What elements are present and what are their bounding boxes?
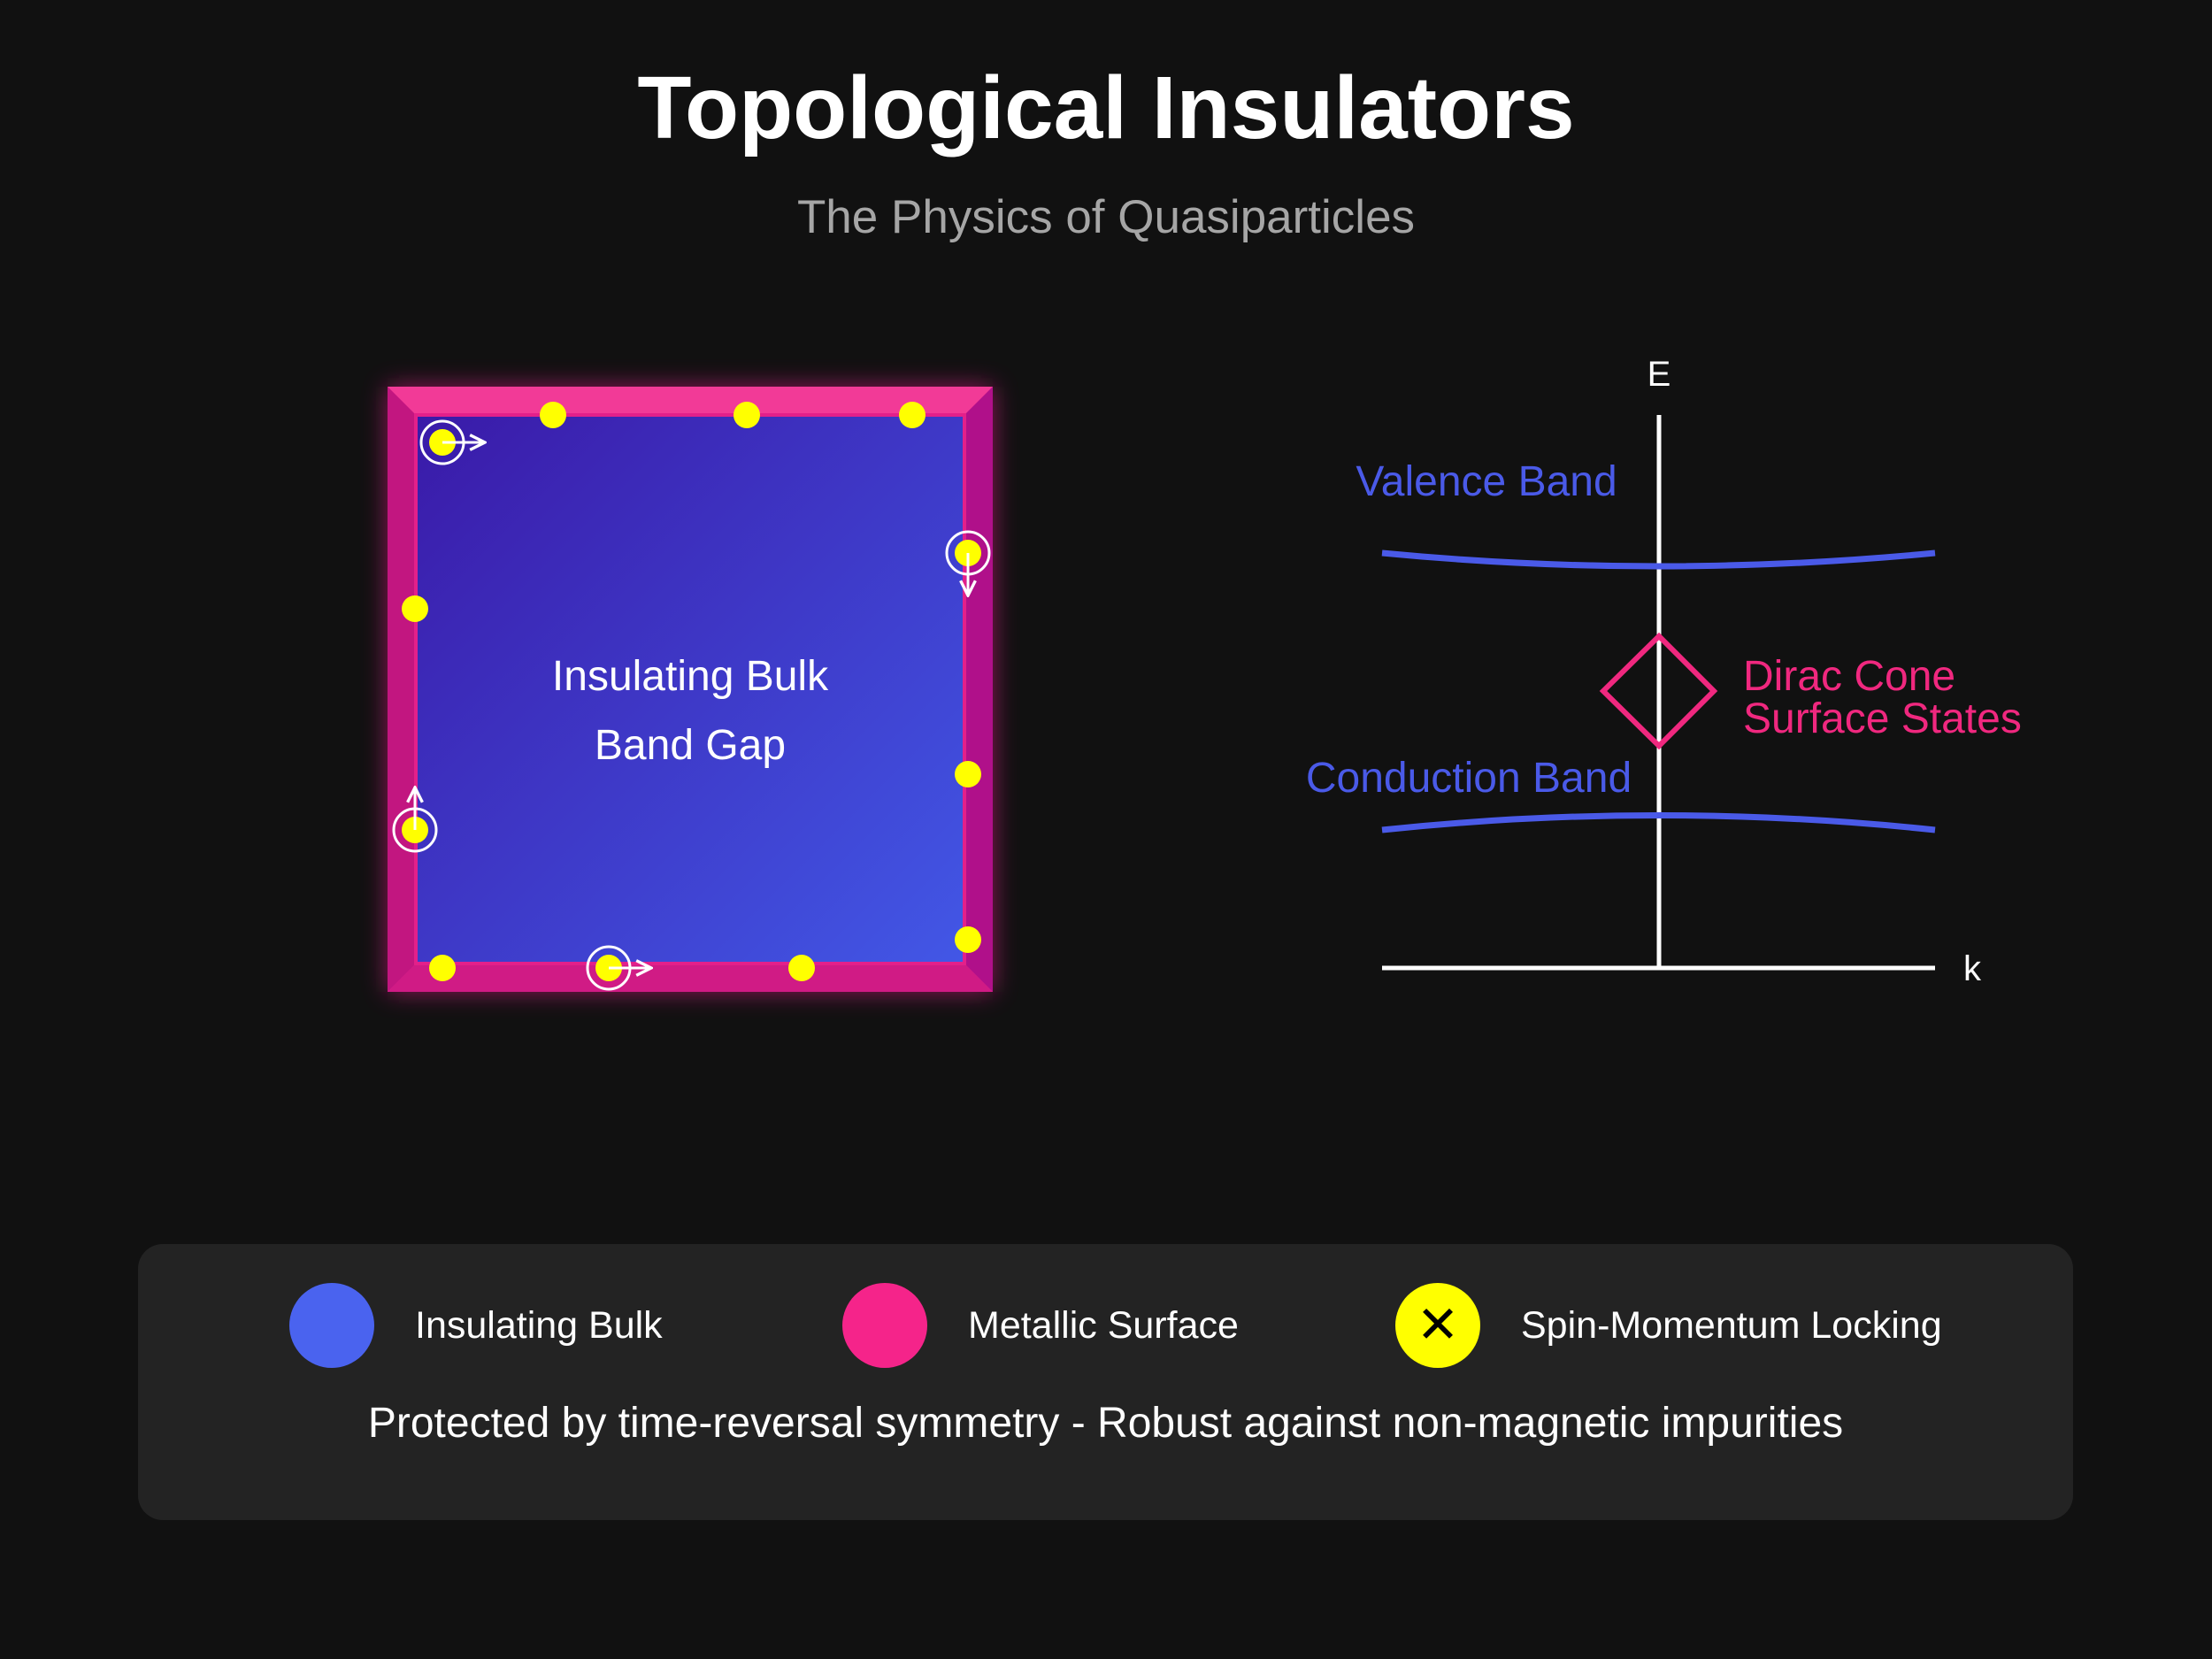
x-mark-icon: ✕	[1395, 1283, 1480, 1368]
legend-item-metallic-surface: Metallic Surface	[842, 1283, 1249, 1368]
legend-item-insulating-bulk: Insulating Bulk	[289, 1283, 663, 1368]
electron	[540, 402, 566, 428]
band-gap-label: Band Gap	[595, 722, 786, 769]
legend-item-spin-momentum-locking: ✕ Spin-Momentum Locking	[1395, 1283, 1944, 1368]
spin-electron-bottom	[586, 945, 651, 991]
surface-edge-right	[966, 387, 993, 992]
electron	[955, 761, 981, 787]
spin-electron-left	[392, 787, 438, 853]
electron	[899, 402, 926, 428]
energy-axis-label: E	[1647, 355, 1671, 394]
valence-band-curve	[1381, 549, 1936, 570]
dirac-cone	[1599, 632, 1718, 750]
page-title: Topological Insulators	[637, 58, 1575, 157]
band-diagram: E k Valence Band Conduction Band Dirac C…	[1306, 355, 2022, 988]
dirac-cone-label: Dirac Cone	[1743, 653, 1955, 700]
metallic-surface-swatch	[842, 1283, 927, 1368]
legend-label: Spin-Momentum Locking	[1521, 1304, 1942, 1347]
momentum-axis-label: k	[1963, 949, 1982, 988]
page-subtitle: The Physics of Quasiparticles	[796, 191, 1416, 243]
insulating-bulk-swatch	[289, 1283, 374, 1368]
legend-label: Insulating Bulk	[415, 1304, 663, 1347]
conduction-band-label: Conduction Band	[1306, 755, 1632, 802]
legend-note: Protected by time-reversal symmetry - Ro…	[367, 1400, 1844, 1447]
surface-states-label: Surface States	[1743, 695, 2022, 742]
spin-electron-right	[945, 530, 991, 595]
electron	[429, 955, 456, 981]
insulating-bulk	[418, 417, 963, 962]
valence-band-label: Valence Band	[1356, 458, 1617, 505]
surface-edge-top	[388, 387, 993, 413]
surface-electrons	[402, 402, 981, 981]
spin-electron-top-left	[419, 419, 485, 465]
legend-label: Metallic Surface	[968, 1304, 1239, 1347]
legend-panel: Insulating Bulk Metallic Surface ✕ Spin-…	[138, 1244, 2073, 1520]
surface-edge-bottom	[388, 965, 993, 992]
crystal-block: Insulating Bulk Band Gap	[388, 387, 993, 992]
conduction-band-curve	[1381, 812, 1936, 833]
bulk-label: Insulating Bulk	[552, 653, 829, 700]
electron	[955, 926, 981, 953]
electron	[402, 595, 428, 622]
surface-edge-left	[388, 387, 414, 992]
electron	[788, 955, 815, 981]
electron	[733, 402, 760, 428]
